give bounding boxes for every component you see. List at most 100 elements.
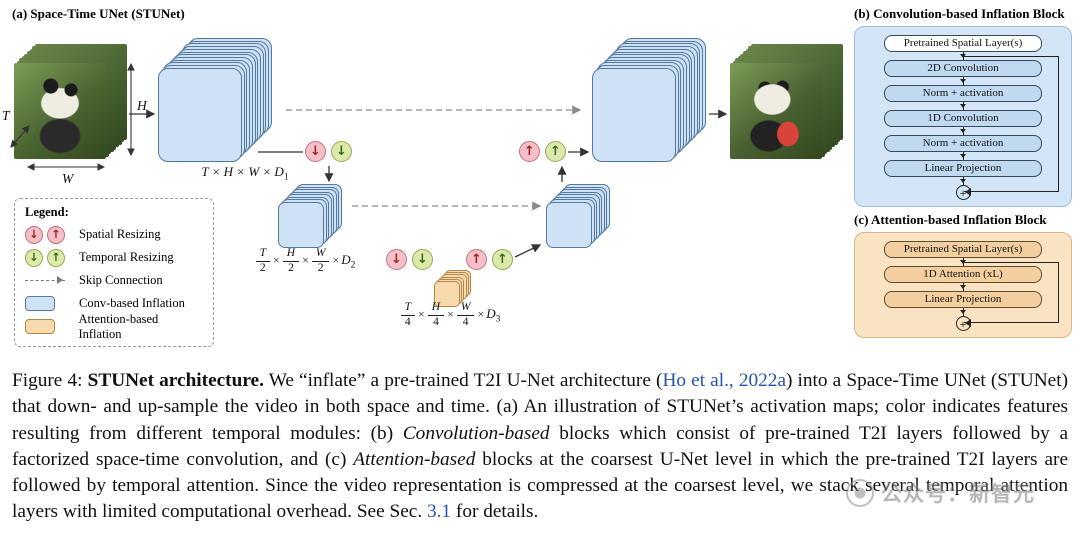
citation-link[interactable]: Ho et al., 2022a bbox=[662, 370, 786, 391]
norm-activation-block: Norm + activation bbox=[884, 135, 1042, 152]
frac-num: T bbox=[400, 301, 415, 316]
dims-sub: 1 bbox=[283, 172, 289, 183]
spatial-upsample-icon: ↑ bbox=[519, 141, 540, 162]
frac-num: H bbox=[282, 247, 300, 262]
caption-title: STUNet architecture. bbox=[87, 370, 264, 391]
legend-icons bbox=[25, 319, 70, 334]
dim-label-w: W bbox=[62, 171, 74, 186]
temporal-downsample-icon: ↓ bbox=[25, 248, 43, 267]
legend-label: Skip Connection bbox=[79, 273, 163, 287]
watermark-text: 公众号：新智元 bbox=[881, 482, 1035, 506]
legend-row-conv: Conv-based Inflation bbox=[25, 292, 203, 315]
dim-label-t: T bbox=[2, 108, 10, 123]
spatial-downsample-icon: ↓ bbox=[25, 225, 43, 244]
legend-row-spatial: ↓ ↑ Spatial Resizing bbox=[25, 223, 203, 246]
legend-title: Legend: bbox=[25, 205, 69, 219]
residual-sum-icon: + bbox=[955, 316, 971, 331]
spatial-downsample-icon: ↓ bbox=[386, 249, 407, 270]
legend-label: Temporal Resizing bbox=[79, 250, 174, 264]
caption-text-segment: We “inflate” a pre-trained T2I U-Net arc… bbox=[263, 370, 663, 391]
down-arrow-glyph: ↓ bbox=[391, 252, 402, 267]
legend-icons bbox=[25, 296, 71, 311]
times-sign: × bbox=[447, 306, 454, 321]
up-arrow-glyph: ↑ bbox=[524, 144, 535, 159]
temporal-upsample-icon: ↑ bbox=[545, 141, 566, 162]
attention-inflation-panel: (c) Attention-based Inflation Block Pret… bbox=[854, 212, 1072, 338]
frac-den: 2 bbox=[259, 261, 266, 274]
panel-c-label: (c) Attention-based Inflation Block bbox=[854, 212, 1047, 227]
legend-row-skip: Skip Connection bbox=[25, 269, 203, 292]
frac-den: 2 bbox=[288, 261, 294, 274]
legend-box: Legend: ↓↑ Spatial Resizing ↓↑ Temporal … bbox=[14, 198, 214, 347]
frac-num: H bbox=[427, 301, 445, 316]
l1-dims-label: T × H × W × D1 bbox=[170, 164, 320, 183]
legend-icons: ↓↑ bbox=[25, 248, 71, 267]
residual-sum-icon: + bbox=[955, 185, 971, 200]
down-arrow-glyph: ↓ bbox=[29, 249, 39, 264]
section-link[interactable]: 3.1 bbox=[426, 501, 452, 523]
conv1d-block: 1D Convolution bbox=[884, 110, 1042, 127]
times-sign: × bbox=[477, 306, 485, 321]
attention-inflation-swatch bbox=[25, 319, 55, 334]
attention-based-italic: Attention-based bbox=[353, 448, 476, 470]
frac-num: W bbox=[456, 301, 475, 316]
linear-projection-block: Linear Projection bbox=[884, 291, 1042, 308]
legend-row-temporal: ↓↑ Temporal Resizing bbox=[25, 246, 203, 269]
spatial-upsample-icon: ↑ bbox=[466, 249, 487, 270]
up-arrow-glyph: ↑ bbox=[497, 252, 508, 267]
legend-label: Conv-based Inflation bbox=[79, 296, 185, 310]
frac-den: 4 bbox=[433, 315, 439, 328]
down-arrow-glyph: ↓ bbox=[310, 144, 321, 159]
plus-glyph: + bbox=[959, 316, 967, 331]
up-arrow-glyph: ↑ bbox=[550, 144, 561, 159]
dims-sub: 2 bbox=[350, 260, 356, 271]
caption-text-segment: for details. bbox=[451, 501, 539, 523]
caption-text-segment: blocks which consist of pre-trained T2I … bbox=[12, 422, 1068, 470]
temporal-upsample-icon: ↑ bbox=[492, 249, 513, 270]
flow-arrow bbox=[959, 258, 966, 266]
conv-inflation-swatch bbox=[25, 296, 55, 311]
temporal-downsample-icon: ↓ bbox=[412, 249, 433, 270]
up-arrow-glyph: ↑ bbox=[471, 252, 482, 267]
legend-row-attention: Attention-based Inflation bbox=[25, 312, 203, 341]
temporal-downsample-icon: ↓ bbox=[331, 141, 352, 162]
flow-arrow bbox=[959, 52, 966, 60]
flow-arrow bbox=[959, 102, 966, 110]
flow-arrow bbox=[959, 127, 966, 135]
flow-arrow bbox=[959, 177, 966, 185]
pretrained-spatial-block: Pretrained Spatial Layer(s) bbox=[884, 241, 1042, 258]
conv2d-block: 2D Convolution bbox=[884, 60, 1042, 77]
linear-projection-block: Linear Projection bbox=[884, 160, 1042, 177]
dims-text: D bbox=[341, 251, 351, 267]
spatial-downsample-icon: ↓ bbox=[305, 141, 326, 162]
plus-glyph: + bbox=[959, 185, 967, 200]
up-arrow-glyph: ↑ bbox=[51, 226, 61, 241]
frac-den: 4 bbox=[462, 315, 469, 328]
legend-icons bbox=[25, 276, 71, 285]
frac-num: T bbox=[255, 247, 270, 262]
legend-label: Spatial Resizing bbox=[79, 227, 161, 241]
skip-connection-icon bbox=[25, 276, 65, 285]
legend-label: Attention-based Inflation bbox=[78, 311, 159, 341]
caption-figure-label: Figure 4: bbox=[12, 370, 88, 391]
watermark-logo-icon bbox=[846, 479, 874, 507]
caption-text-segment: blocks at the coarsest U-Net level in wh… bbox=[12, 448, 1068, 523]
down-arrow-glyph: ↓ bbox=[29, 226, 39, 241]
norm-activation-block: Norm + activation bbox=[884, 85, 1042, 102]
dim-label-h: H bbox=[137, 98, 147, 113]
conv-inflation-panel: (b) Convolution-based Inflation Block Pr… bbox=[854, 6, 1072, 207]
stunet-figure: (a) Space-Time UNet (STUNet) bbox=[2, 6, 1072, 347]
conv-based-italic: Convolution-based bbox=[402, 422, 550, 444]
down-arrow-glyph: ↓ bbox=[336, 144, 347, 159]
flow-arrow bbox=[959, 77, 966, 85]
watermark: 公众号：新智元 bbox=[846, 478, 1035, 508]
down-arrow-glyph: ↓ bbox=[417, 252, 428, 267]
